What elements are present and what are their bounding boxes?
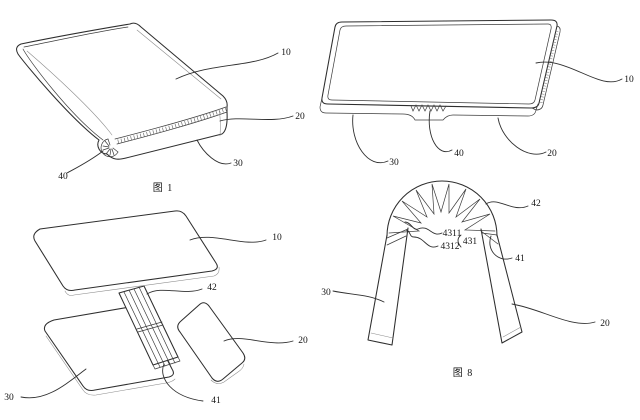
right-side-band xyxy=(531,25,561,111)
hinge-end-fan-spokes xyxy=(102,138,119,156)
hinge-end-fan-arc xyxy=(100,138,119,158)
unfolded-top-face xyxy=(321,19,558,109)
leader-line-20 xyxy=(511,303,596,324)
ref-label-10: 10 xyxy=(281,48,291,58)
edge-hatching xyxy=(115,107,227,145)
brace-431 xyxy=(457,234,462,248)
ref-label-20: 20 xyxy=(295,112,305,122)
fold-crease-line xyxy=(26,50,113,136)
screen-bezel-line xyxy=(136,29,222,100)
figure-unfolded-device: 10 20 30 40 xyxy=(319,19,634,168)
ref-label-20: 20 xyxy=(298,336,308,346)
screen-inner-outline xyxy=(327,23,552,105)
left-leg-fold-lines xyxy=(386,228,409,246)
figure-8-caption: 图 8 xyxy=(453,367,474,379)
ref-label-42: 42 xyxy=(207,283,217,293)
ref-label-30: 30 xyxy=(321,288,331,298)
hinge-serration-zigzag xyxy=(410,104,447,112)
folded-device-outline xyxy=(16,22,228,160)
hinge-left-leg xyxy=(367,227,409,346)
leader-line-10 xyxy=(535,61,623,83)
ref-label-30: 30 xyxy=(4,393,14,403)
hinge-slats xyxy=(123,286,174,364)
ref-label-41: 41 xyxy=(515,254,525,264)
ref-label-42: 42 xyxy=(531,199,541,209)
ref-label-30: 30 xyxy=(389,158,399,168)
ref-label-41: 41 xyxy=(211,396,221,406)
leader-line-20 xyxy=(219,115,294,122)
leader-line-42 xyxy=(146,288,203,295)
leader-line-30 xyxy=(332,290,385,303)
ref-label-30: 30 xyxy=(233,159,243,169)
leader-line-20 xyxy=(223,338,294,344)
leader-line-30 xyxy=(352,114,389,164)
ref-label-20: 20 xyxy=(547,149,557,159)
ref-label-4312: 4312 xyxy=(441,242,460,252)
screen-panel-thickness xyxy=(64,266,220,296)
hinge-arch-outer-arc xyxy=(386,180,498,237)
hinge-teeth-zigzag xyxy=(388,183,496,234)
spine-inner-curve xyxy=(22,48,104,141)
ref-label-10: 10 xyxy=(272,233,282,243)
ref-label-40: 40 xyxy=(58,172,68,182)
leader-line-40 xyxy=(428,110,453,153)
figure-exploded-view: 10 42 20 30 41 xyxy=(4,210,308,406)
ref-label-431: 431 xyxy=(463,237,478,247)
right-leg-fold-lines xyxy=(480,230,499,245)
ref-label-4311: 4311 xyxy=(443,229,462,239)
leader-line-30 xyxy=(196,139,232,165)
top-edge-inner-line xyxy=(23,26,129,48)
leader-line-40 xyxy=(66,150,104,174)
right-side-hatching xyxy=(539,30,559,104)
body-split-edge xyxy=(114,106,227,140)
hinge-mid-seam xyxy=(136,321,164,333)
left-housing-thickness xyxy=(45,335,176,396)
leader-line-20 xyxy=(497,117,547,155)
leader-line-10 xyxy=(175,52,279,80)
hinge-right-leg xyxy=(480,228,523,344)
ref-label-40: 40 xyxy=(454,149,464,159)
lower-body-top-edge xyxy=(116,111,228,145)
leader-line-41 xyxy=(162,363,204,402)
leader-line-41 xyxy=(489,235,513,260)
leader-line-30 xyxy=(20,368,87,399)
leader-line-4311 xyxy=(404,221,443,235)
flexible-screen-panel xyxy=(33,210,218,292)
ref-label-10: 10 xyxy=(624,75,634,85)
figure-folded-device: 10 20 30 40 图 1 xyxy=(16,22,305,194)
leader-line-10 xyxy=(189,236,267,243)
leg-foot-lines xyxy=(370,326,522,339)
right-housing-panel xyxy=(177,302,246,382)
leader-line-42 xyxy=(485,201,529,209)
ref-label-20: 20 xyxy=(600,319,610,329)
right-housing-thickness xyxy=(210,363,245,384)
figure-1-caption: 图 1 xyxy=(153,182,174,194)
figure-hinge-bent-detail: 42 4311 4312 431 41 30 20 图 8 xyxy=(321,180,610,379)
leader-line-4312 xyxy=(405,229,439,248)
